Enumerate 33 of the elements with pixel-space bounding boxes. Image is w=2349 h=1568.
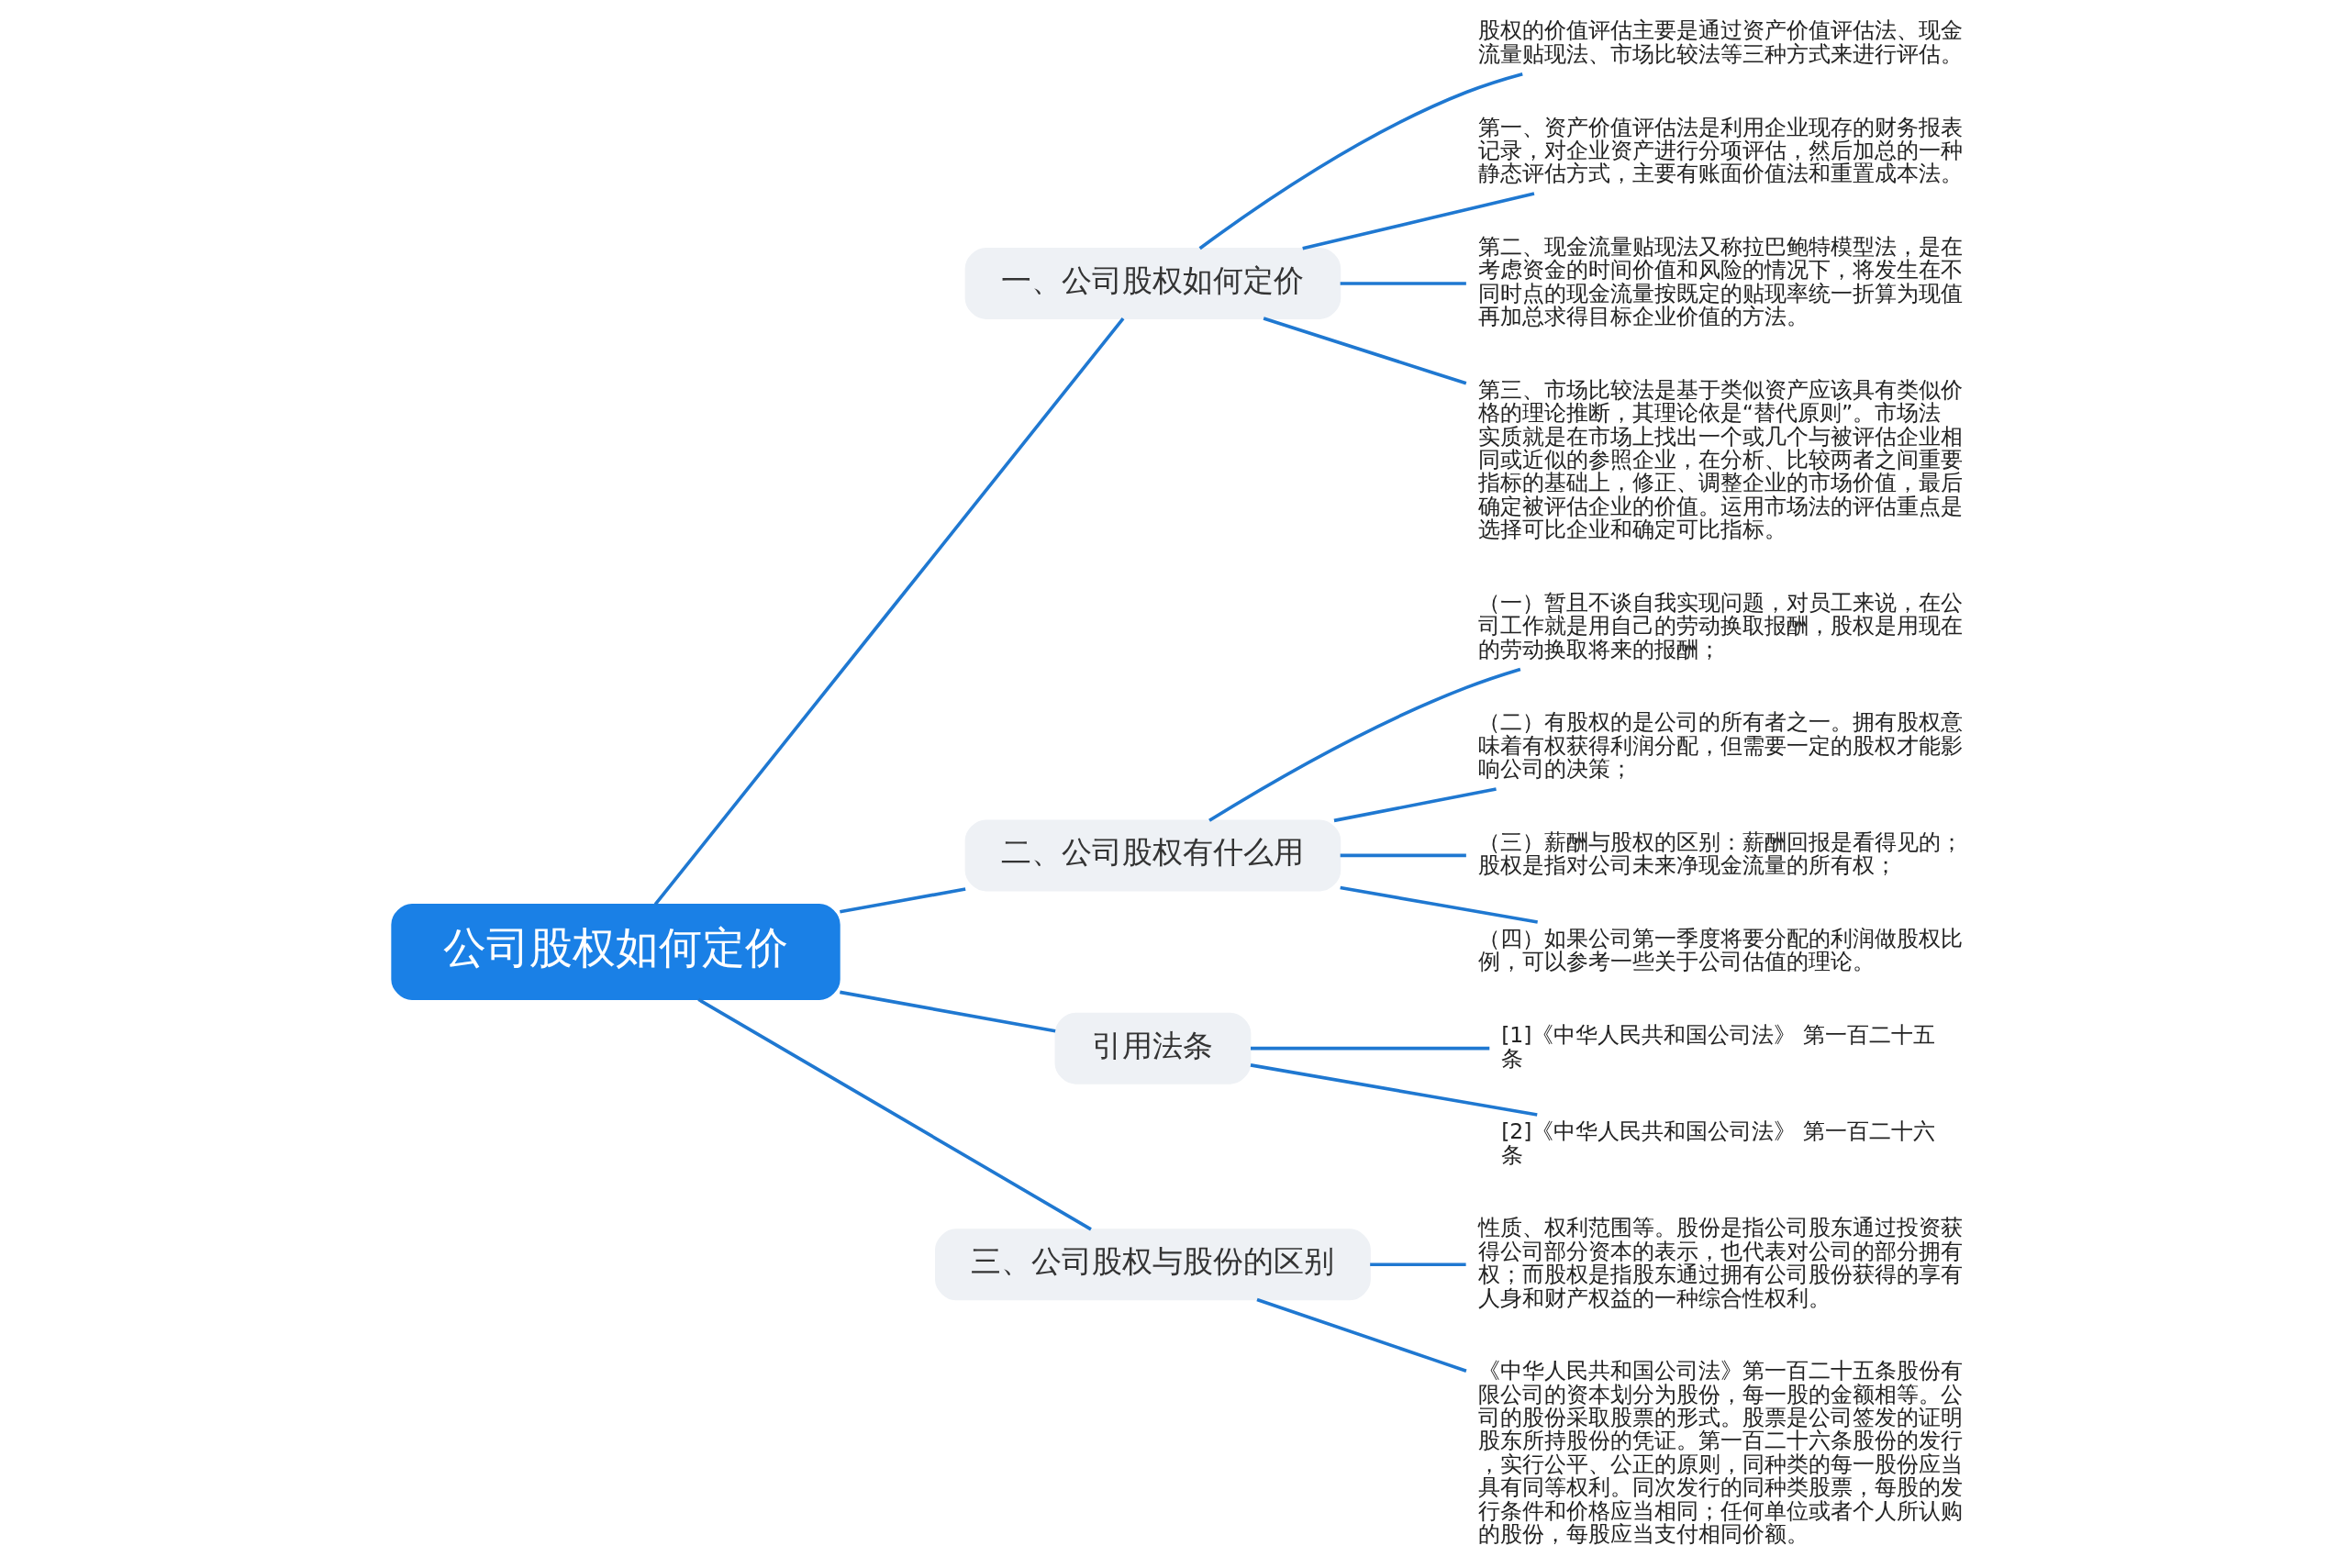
connector [1340, 853, 1466, 858]
node-text: （一）暂且不谈自我实现问题，对员工来说，在公司工作就是用自己的劳动换取报酬，股权是用现在的劳动换取将来的报酬； [1477, 589, 1963, 662]
connector [1208, 667, 1521, 822]
connector [697, 997, 1092, 1231]
node-text: 股权的价值评估主要是通过资产价值评估法、现金流量贴现法、市场比较法等三种方式来进行评估。 [1477, 17, 1963, 67]
node-text: （四）如果公司第一季度将要分配的利润做股权比例，可以参考一些关于公司估值的理论。 [1477, 926, 1963, 975]
connector [653, 317, 1125, 906]
node-text: 第三、市场比较法是基于类似资产应该具有类似价格的理论推断，其理论依是“替代原则”。市场法实质就是在市场上找出一个或几个与被评估企业相同或近似的参照企业，在分析、比较两者之间重要指标的基础上，修正、调整企业的市场价值，最后确定被评估企业的价值。运用市场法的评估重点是选择可比企业和确定可比指标。 [1477, 376, 1963, 543]
node-box: 一、公司股权如何定价 [964, 248, 1341, 319]
connector [1302, 192, 1535, 250]
node-text: 第一、资产价值评估法是利用企业现存的财务报表记录，对企业资产进行分项评估，然后加总的一种静态评估方式，主要有账面价值法和重置成本法。 [1477, 114, 1963, 187]
node-text: （三）薪酬与股权的区别：薪酬回报是看得见的；股权是指对公司未来净现金流量的所有权； [1477, 828, 1963, 879]
connector [1333, 787, 1497, 823]
connector [840, 887, 966, 914]
node-box: 引用法条 [1054, 1012, 1252, 1084]
node-text: [1]《中华人民共和国公司法》 第一百二十五条 [1501, 1022, 1935, 1072]
connector [840, 990, 1056, 1033]
connector [1263, 317, 1467, 385]
connector [1256, 1297, 1467, 1373]
node-box: 二、公司股权有什么用 [964, 819, 1341, 892]
connector [1250, 1063, 1538, 1117]
node-text: （二）有股权的是公司的所有者之一。拥有股权意味着有权获得利润分配，但需要一定的股权才能影响公司的决策； [1477, 709, 1963, 783]
node-box: 三、公司股权与股份的区别 [935, 1229, 1371, 1301]
connector [1251, 1046, 1490, 1051]
node-text: 第二、现金流量贴现法又称拉巴鲍特模型法，是在考虑资金的时间价值和风险的情况下，将发生在不同时点的现金流量按既定的贴现率统一折算为现值再加总求得目标企业价值的方法。 [1477, 234, 1963, 330]
connector [1370, 1262, 1466, 1267]
node-text: 性质、权利范围等。股份是指公司股东通过投资获得公司部分资本的表示，也代表对公司的部分拥有权；而股权是指股东通过拥有公司股份获得的享有人身和财产权益的一种综合性权利。 [1477, 1215, 1963, 1311]
node-text: [2]《中华人民共和国公司法》 第一百二十六条 [1501, 1118, 1935, 1168]
node-text: 《中华人民共和国公司法》第一百二十五条股份有限公司的资本划分为股份，每一股的金额相等。公司的股份采取股票的形式。股票是公司签发的证明股东所持股份的凭证。第一百二十六条股份的发行，实行公平、公正的原则，同种类的每一股份应当具有同等权利。同次发行的同种类股票，每股的发行条件和价格应当相同；任何单位或者个人所认购的股份，每股应当支付相同价额。 [1477, 1358, 1963, 1547]
node-box: 公司股权如何定价 [391, 904, 841, 1001]
connector [1198, 72, 1523, 250]
connector [1340, 282, 1466, 285]
connector [1340, 885, 1538, 924]
